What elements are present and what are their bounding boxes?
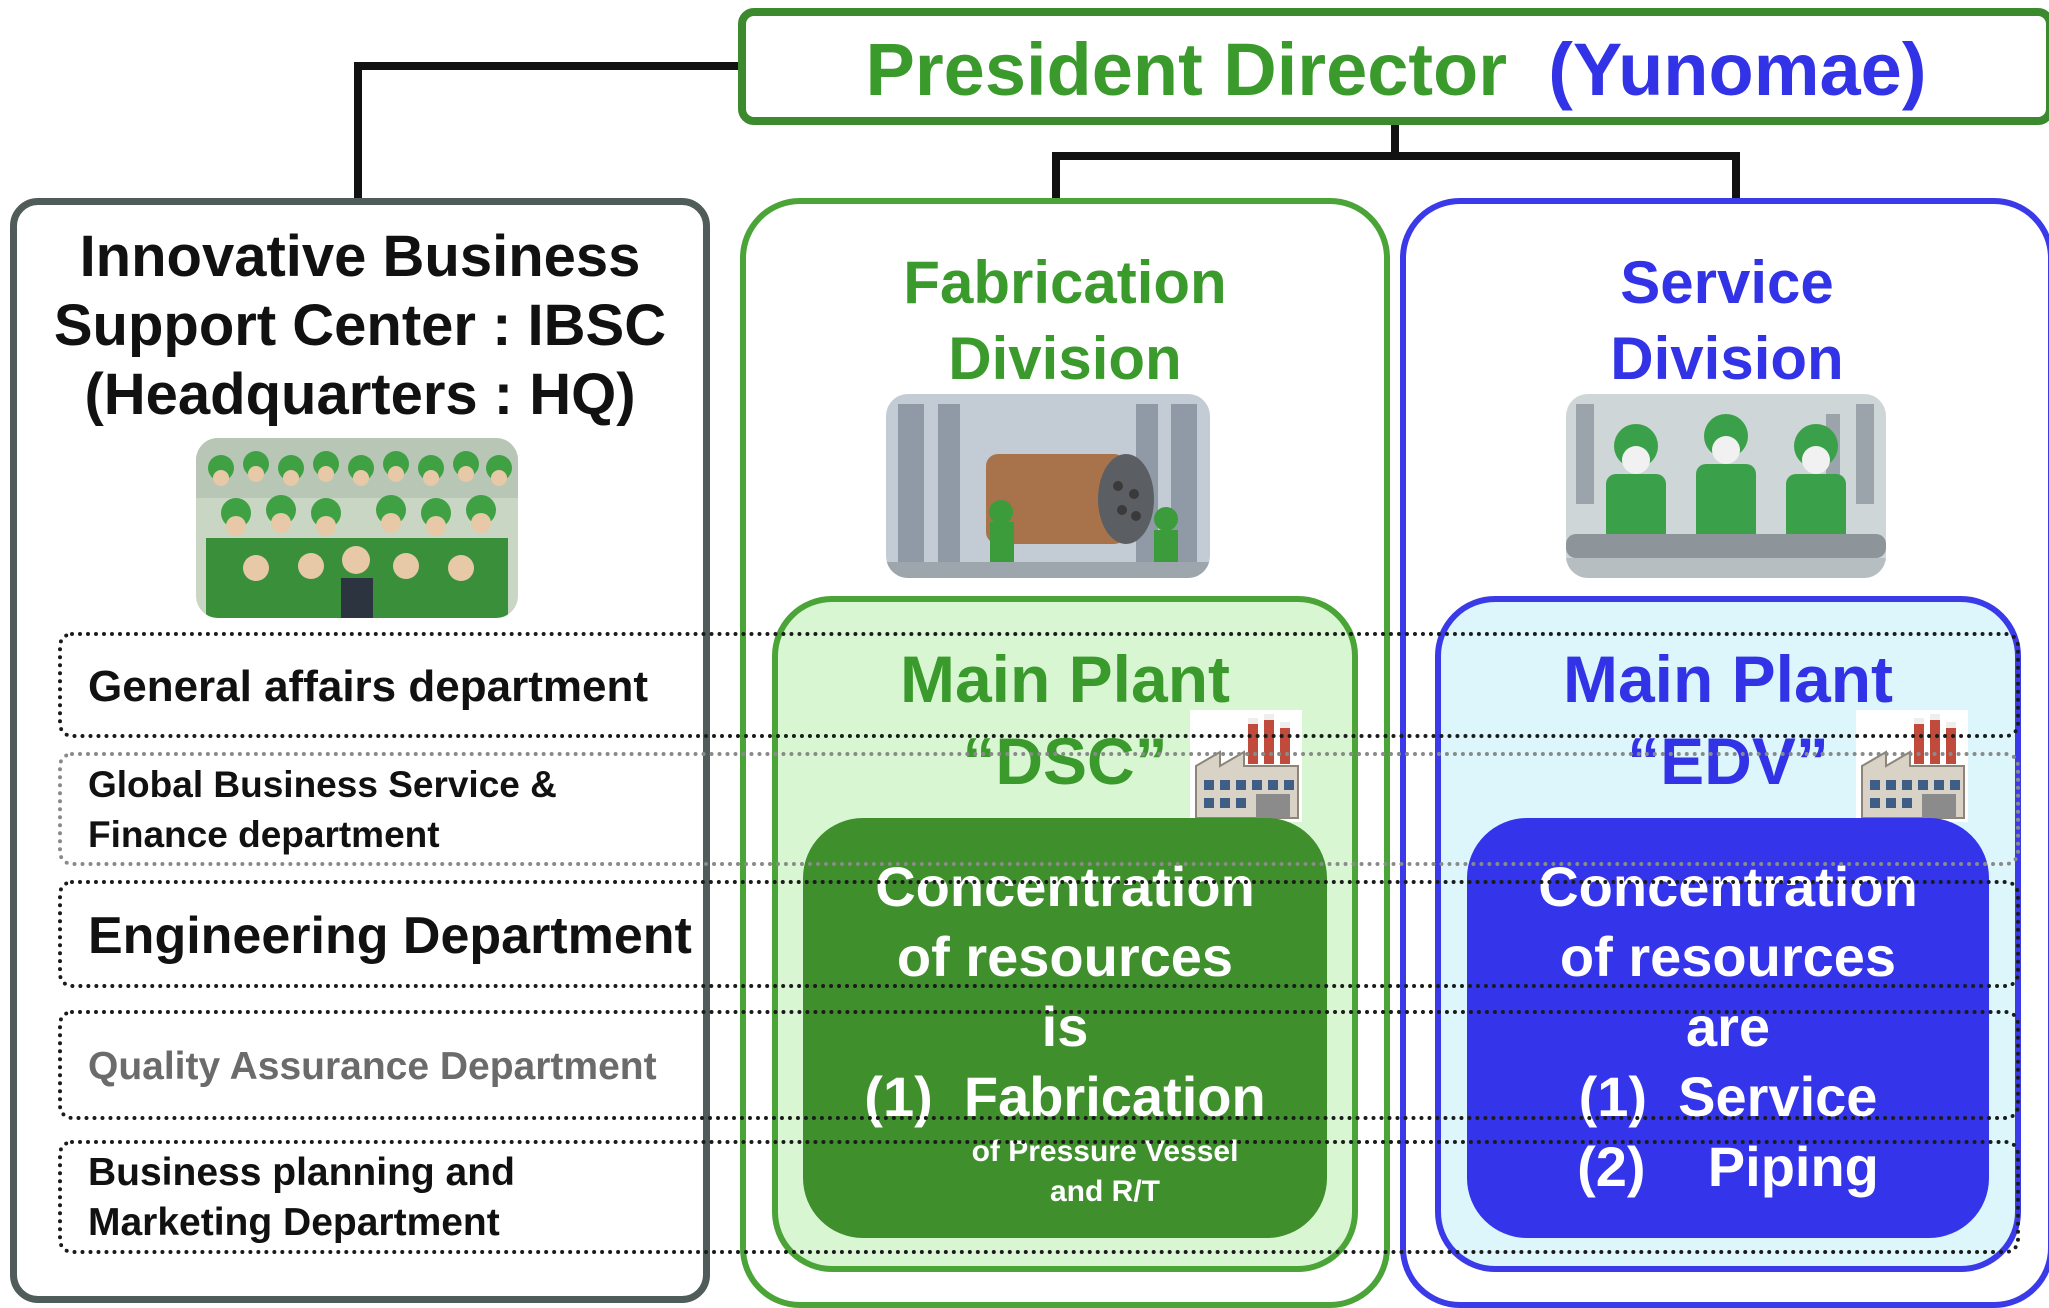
staff-group-photo (196, 438, 518, 618)
connector-fab-vertical (1052, 152, 1060, 200)
dept-global-business-line1: Global Business Service & (88, 764, 557, 805)
connector-branch-horizontal (1052, 152, 1740, 160)
president-director-box (738, 8, 2049, 125)
dsc-item1-sub2: and R/T (1050, 1175, 1160, 1208)
dept-row-quality-assurance (58, 1010, 2020, 1120)
edv-item2-text: Piping (1707, 1135, 1879, 1198)
president-director-title: President Director (Yunomae) (738, 20, 2049, 120)
dsc-plant-line1: Main Plant (899, 642, 1231, 716)
connector-svc-vertical (1732, 152, 1740, 200)
dept-row-global-business (58, 752, 2020, 866)
svc-title-line2: Division (1610, 325, 1844, 392)
dsc-concentration-box (803, 818, 1327, 1238)
dept-business-planning-label: Business planning and Marketing Departme… (88, 1148, 515, 1248)
dept-global-business-label: Global Business Service & Finance depart… (88, 760, 557, 860)
dept-quality-assurance-label: Quality Assurance Department (88, 1045, 657, 1088)
factory-icon (1190, 710, 1302, 822)
fabrication-workshop-photo (886, 394, 1210, 578)
edv-item2-num: (2) (1577, 1135, 1646, 1198)
ibsc-title-line1: Innovative Business (79, 224, 641, 289)
service-division-title: Service Division (1400, 245, 2049, 397)
dept-business-planning-line1: Business planning and (88, 1151, 515, 1194)
connector-left-vertical (354, 62, 362, 200)
dsc-conc-line2: of resources (896, 925, 1234, 988)
edv-item2: (2) Piping (1467, 1132, 1989, 1202)
ibsc-title-line2: Support Center : IBSC (53, 293, 667, 358)
connector-left-horizontal (354, 62, 740, 70)
ibsc-title-line3: (Headquarters : HQ) (84, 362, 636, 427)
edv-plant-line1: Main Plant (1562, 642, 1894, 716)
edv-conc-line3: are (1685, 995, 1771, 1058)
dsc-conc-line3: is (1041, 995, 1089, 1058)
edv-conc-line2: of resources (1559, 925, 1897, 988)
edv-concentration-box (1467, 818, 1989, 1238)
connector-center-vertical (1391, 120, 1399, 158)
svc-title-line1: Service (1620, 249, 1834, 316)
factory-icon (1856, 710, 1968, 822)
dept-general-affairs-label: General affairs department (88, 662, 648, 711)
fab-title-line1: Fabrication (903, 249, 1227, 316)
dept-business-planning-line2: Marketing Department (88, 1201, 500, 1244)
fab-title-line2: Division (948, 325, 1182, 392)
dept-row-business-planning (58, 1140, 2020, 1254)
dept-row-general-affairs (58, 632, 2020, 738)
president-title-text: President Director (865, 28, 1508, 111)
edv-concentration-text: Concentration of resources are (1) Servi… (1467, 852, 1989, 1202)
dept-engineering-label: Engineering Department (88, 907, 692, 965)
ibsc-title: Innovative Business Support Center : IBS… (30, 222, 690, 429)
dept-row-engineering (58, 880, 2020, 988)
fabrication-division-title: Fabrication Division (740, 245, 1390, 397)
president-name-text: (Yunomae) (1548, 28, 1927, 111)
dept-global-business-line2: Finance department (88, 814, 440, 855)
service-workers-photo (1566, 394, 1886, 578)
